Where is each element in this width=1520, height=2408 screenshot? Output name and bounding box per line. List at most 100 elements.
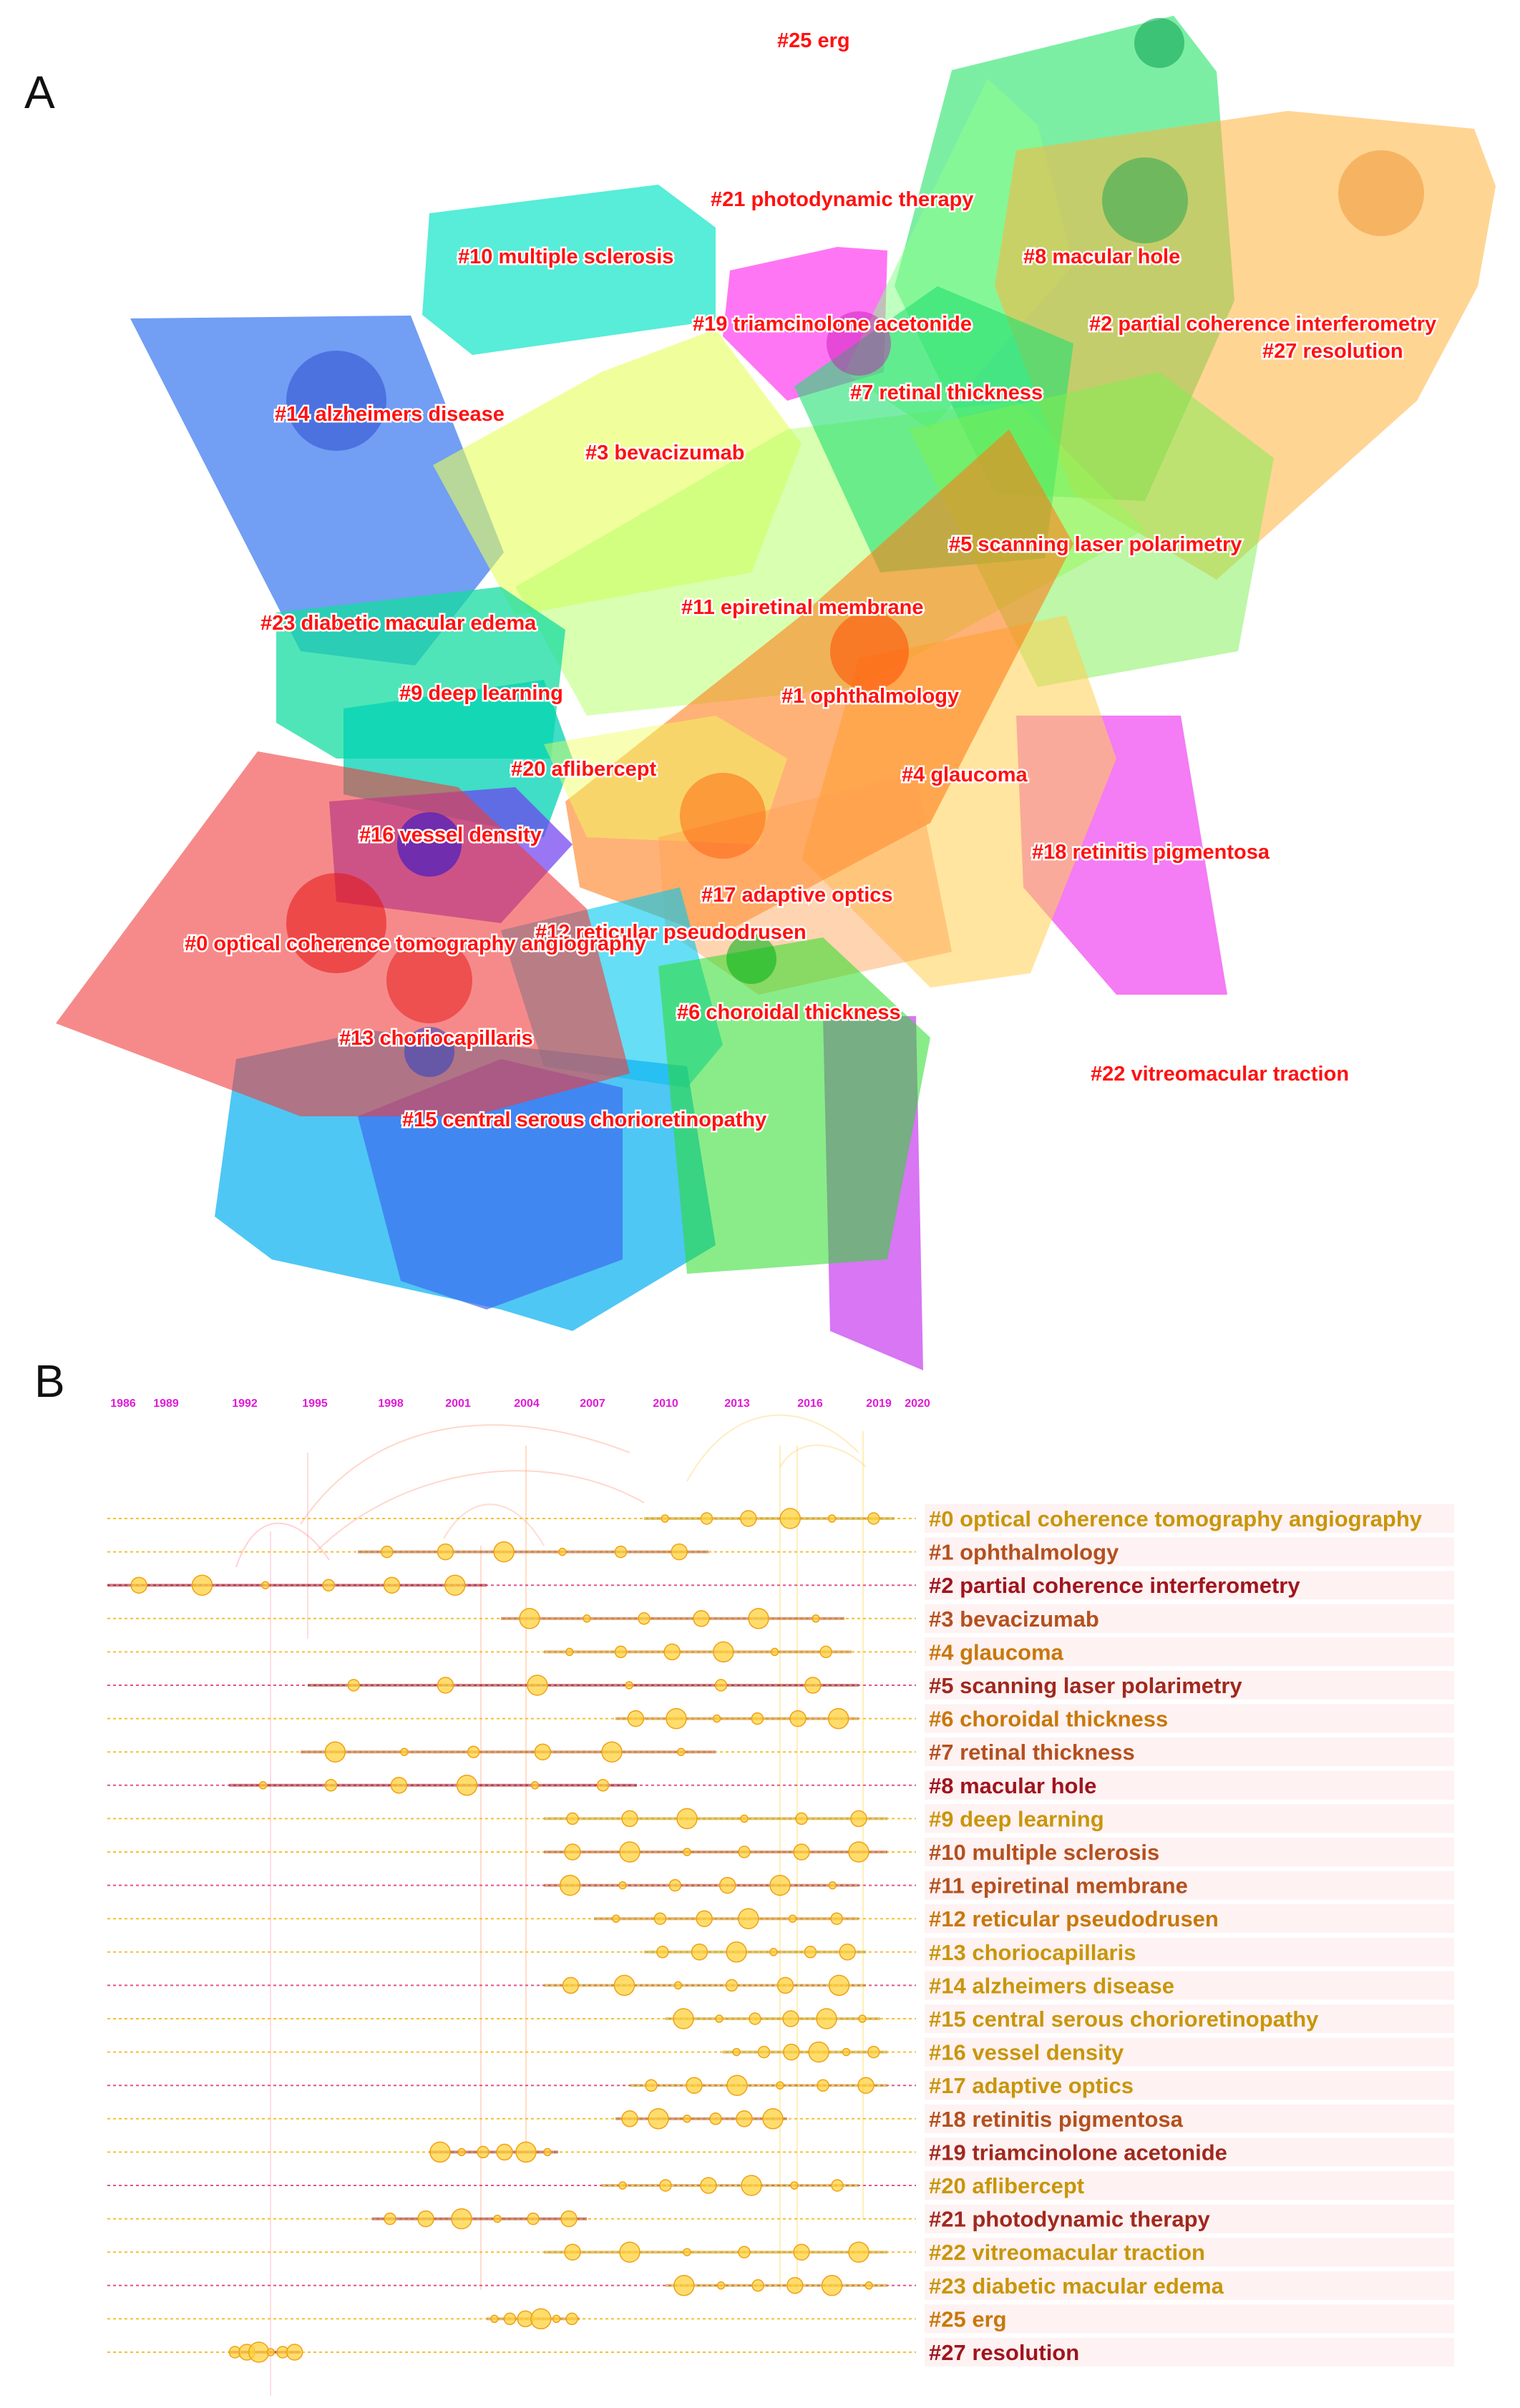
timeline-label-background — [925, 1971, 1454, 2000]
timeline-node — [839, 1944, 856, 1961]
timeline-node — [827, 1707, 849, 1730]
timeline-node — [596, 1779, 610, 1792]
timeline-node — [828, 1881, 837, 1890]
timeline-node — [503, 2312, 517, 2326]
timeline-node — [741, 2175, 762, 2196]
timeline-label-background — [925, 2138, 1454, 2167]
timeline-label-background — [925, 1637, 1454, 1667]
year-tick-label: 2001 — [445, 1398, 471, 1410]
cluster-label-1: #1 ophthalmology — [781, 685, 959, 708]
timeline-node — [762, 2108, 784, 2130]
year-tick-label: 2004 — [514, 1398, 540, 1410]
year-tick-label: 2013 — [724, 1398, 750, 1410]
hull-17-adaptive-optics — [658, 773, 952, 995]
timeline-node — [565, 1647, 574, 1657]
timeline-node — [527, 1675, 548, 1696]
hull-13-choriocapillaris — [358, 1059, 623, 1310]
timeline-row: #12 reticular pseudodrusen — [107, 1904, 1454, 1934]
timeline-node — [614, 1645, 628, 1659]
timeline-label-background — [925, 1504, 1454, 1533]
timeline-node — [779, 1508, 801, 1529]
timeline-node — [614, 1545, 628, 1559]
timeline-node — [850, 1810, 867, 1828]
timeline-node — [601, 1741, 623, 1763]
timeline-cluster-label: #18 retinitis pigmentosa — [929, 2107, 1184, 2132]
timeline-cluster-label: #9 deep learning — [929, 1806, 1104, 1831]
timeline-label-background — [925, 2104, 1454, 2133]
timeline-row: #16 vessel density — [107, 2037, 1454, 2067]
timeline-node — [788, 1914, 797, 1923]
cluster-hulls — [56, 16, 1496, 1370]
cluster-label-0: #0 optical coherence tomography angiogra… — [185, 932, 646, 955]
timeline-cluster-label: #5 scanning laser polarimetry — [929, 1673, 1242, 1698]
cluster-label-4: #4 glaucoma — [902, 764, 1028, 786]
cluster-label-20: #20 aflibercept — [511, 758, 656, 781]
timeline-node — [693, 1610, 710, 1627]
timeline-node — [530, 1781, 540, 1790]
timeline-node — [429, 2141, 451, 2163]
timeline-cluster-label: #4 glaucoma — [929, 1639, 1064, 1664]
timeline-node — [645, 2079, 658, 2092]
timeline-cluster-label: #13 choriocapillaris — [929, 1940, 1136, 1965]
timeline-row: #27 resolution — [107, 2338, 1454, 2366]
timeline-row: #23 diabetic macular edema — [107, 2271, 1454, 2300]
hull-10-multiple-sclerosis — [422, 185, 716, 355]
timeline-node — [618, 1881, 627, 1890]
timeline-node — [417, 2210, 434, 2228]
timeline-node — [457, 2148, 466, 2157]
timeline-node — [736, 2110, 753, 2127]
panel-letter-a: A — [24, 67, 55, 118]
timeline-node — [286, 2344, 303, 2361]
timeline-node — [618, 2181, 627, 2190]
timeline-node — [496, 2143, 513, 2161]
timeline-row: #6 choroidal thickness — [107, 1704, 1454, 1733]
timeline-node — [726, 1941, 747, 1963]
timeline-label-background — [925, 2271, 1454, 2300]
cluster-label-13: #13 choriocapillaris — [339, 1027, 533, 1050]
timeline-label-background — [925, 1804, 1454, 1833]
timeline-node — [451, 2208, 472, 2230]
timeline-node — [751, 1712, 764, 1725]
timeline-citation-curves — [235, 1414, 867, 2396]
year-tick-label: 2010 — [653, 1398, 678, 1410]
timeline-node — [858, 2014, 867, 2023]
timeline-node — [683, 2115, 691, 2123]
timeline-label-background — [925, 2238, 1454, 2267]
timeline-node — [714, 1679, 728, 1692]
cluster-label-21: #21 photodynamic therapy — [711, 188, 973, 211]
timeline-node — [683, 1848, 691, 1856]
cluster-label-12: #12 reticular pseudodrusen — [535, 921, 807, 944]
timeline-label-background — [925, 1871, 1454, 1900]
timeline-node — [456, 1775, 478, 1796]
timeline-node — [683, 2248, 691, 2256]
timeline-node — [261, 1581, 270, 1589]
timeline-label-background — [925, 2004, 1454, 2033]
timeline-node — [527, 2212, 540, 2226]
timeline-node — [266, 2348, 276, 2356]
timeline-node — [324, 1779, 338, 1792]
timeline-cluster-label: #3 bevacizumab — [929, 1607, 1099, 1632]
timeline-row: #19 triamcinolone acetonide — [107, 2138, 1454, 2167]
timeline-node — [477, 2145, 489, 2159]
timeline-node — [808, 2041, 829, 2063]
timeline-node — [673, 1981, 683, 1990]
timeline-node — [740, 1814, 749, 1823]
timeline-cluster-label: #17 adaptive optics — [929, 2073, 1134, 2098]
timeline-cluster-label: #12 reticular pseudodrusen — [929, 1906, 1219, 1931]
timeline-node — [848, 1841, 869, 1863]
timeline-node — [786, 2277, 804, 2294]
timeline-node — [627, 1710, 645, 1727]
timeline-node — [493, 2214, 502, 2223]
timeline-node — [562, 1976, 580, 1994]
timeline-node — [819, 1645, 832, 1659]
year-tick-label: 1992 — [232, 1398, 258, 1410]
cluster-label-7: #7 retinal thickness — [850, 381, 1043, 404]
year-tick-label: 1986 — [110, 1398, 136, 1410]
timeline-node — [738, 1908, 759, 1929]
timeline-node — [812, 1614, 820, 1623]
timeline-node — [782, 2010, 799, 2027]
cluster-label-15: #15 central serous chorioretinopathy — [402, 1108, 766, 1131]
timeline-row: #5 scanning laser polarimetry — [107, 1671, 1454, 1700]
timeline-node — [560, 2210, 578, 2228]
